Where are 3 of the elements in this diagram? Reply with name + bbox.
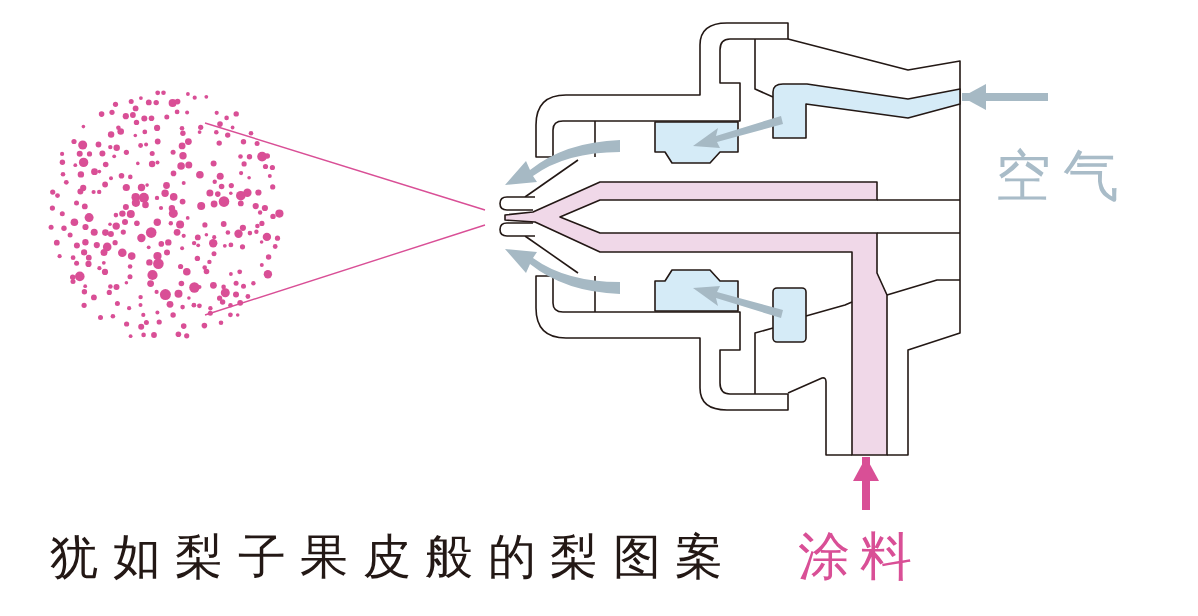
paint-label: 涂料 [798,530,922,582]
air-label: 空气 [995,148,1131,204]
pattern-caption: 犹如梨子果皮般的梨图案 [50,532,738,580]
